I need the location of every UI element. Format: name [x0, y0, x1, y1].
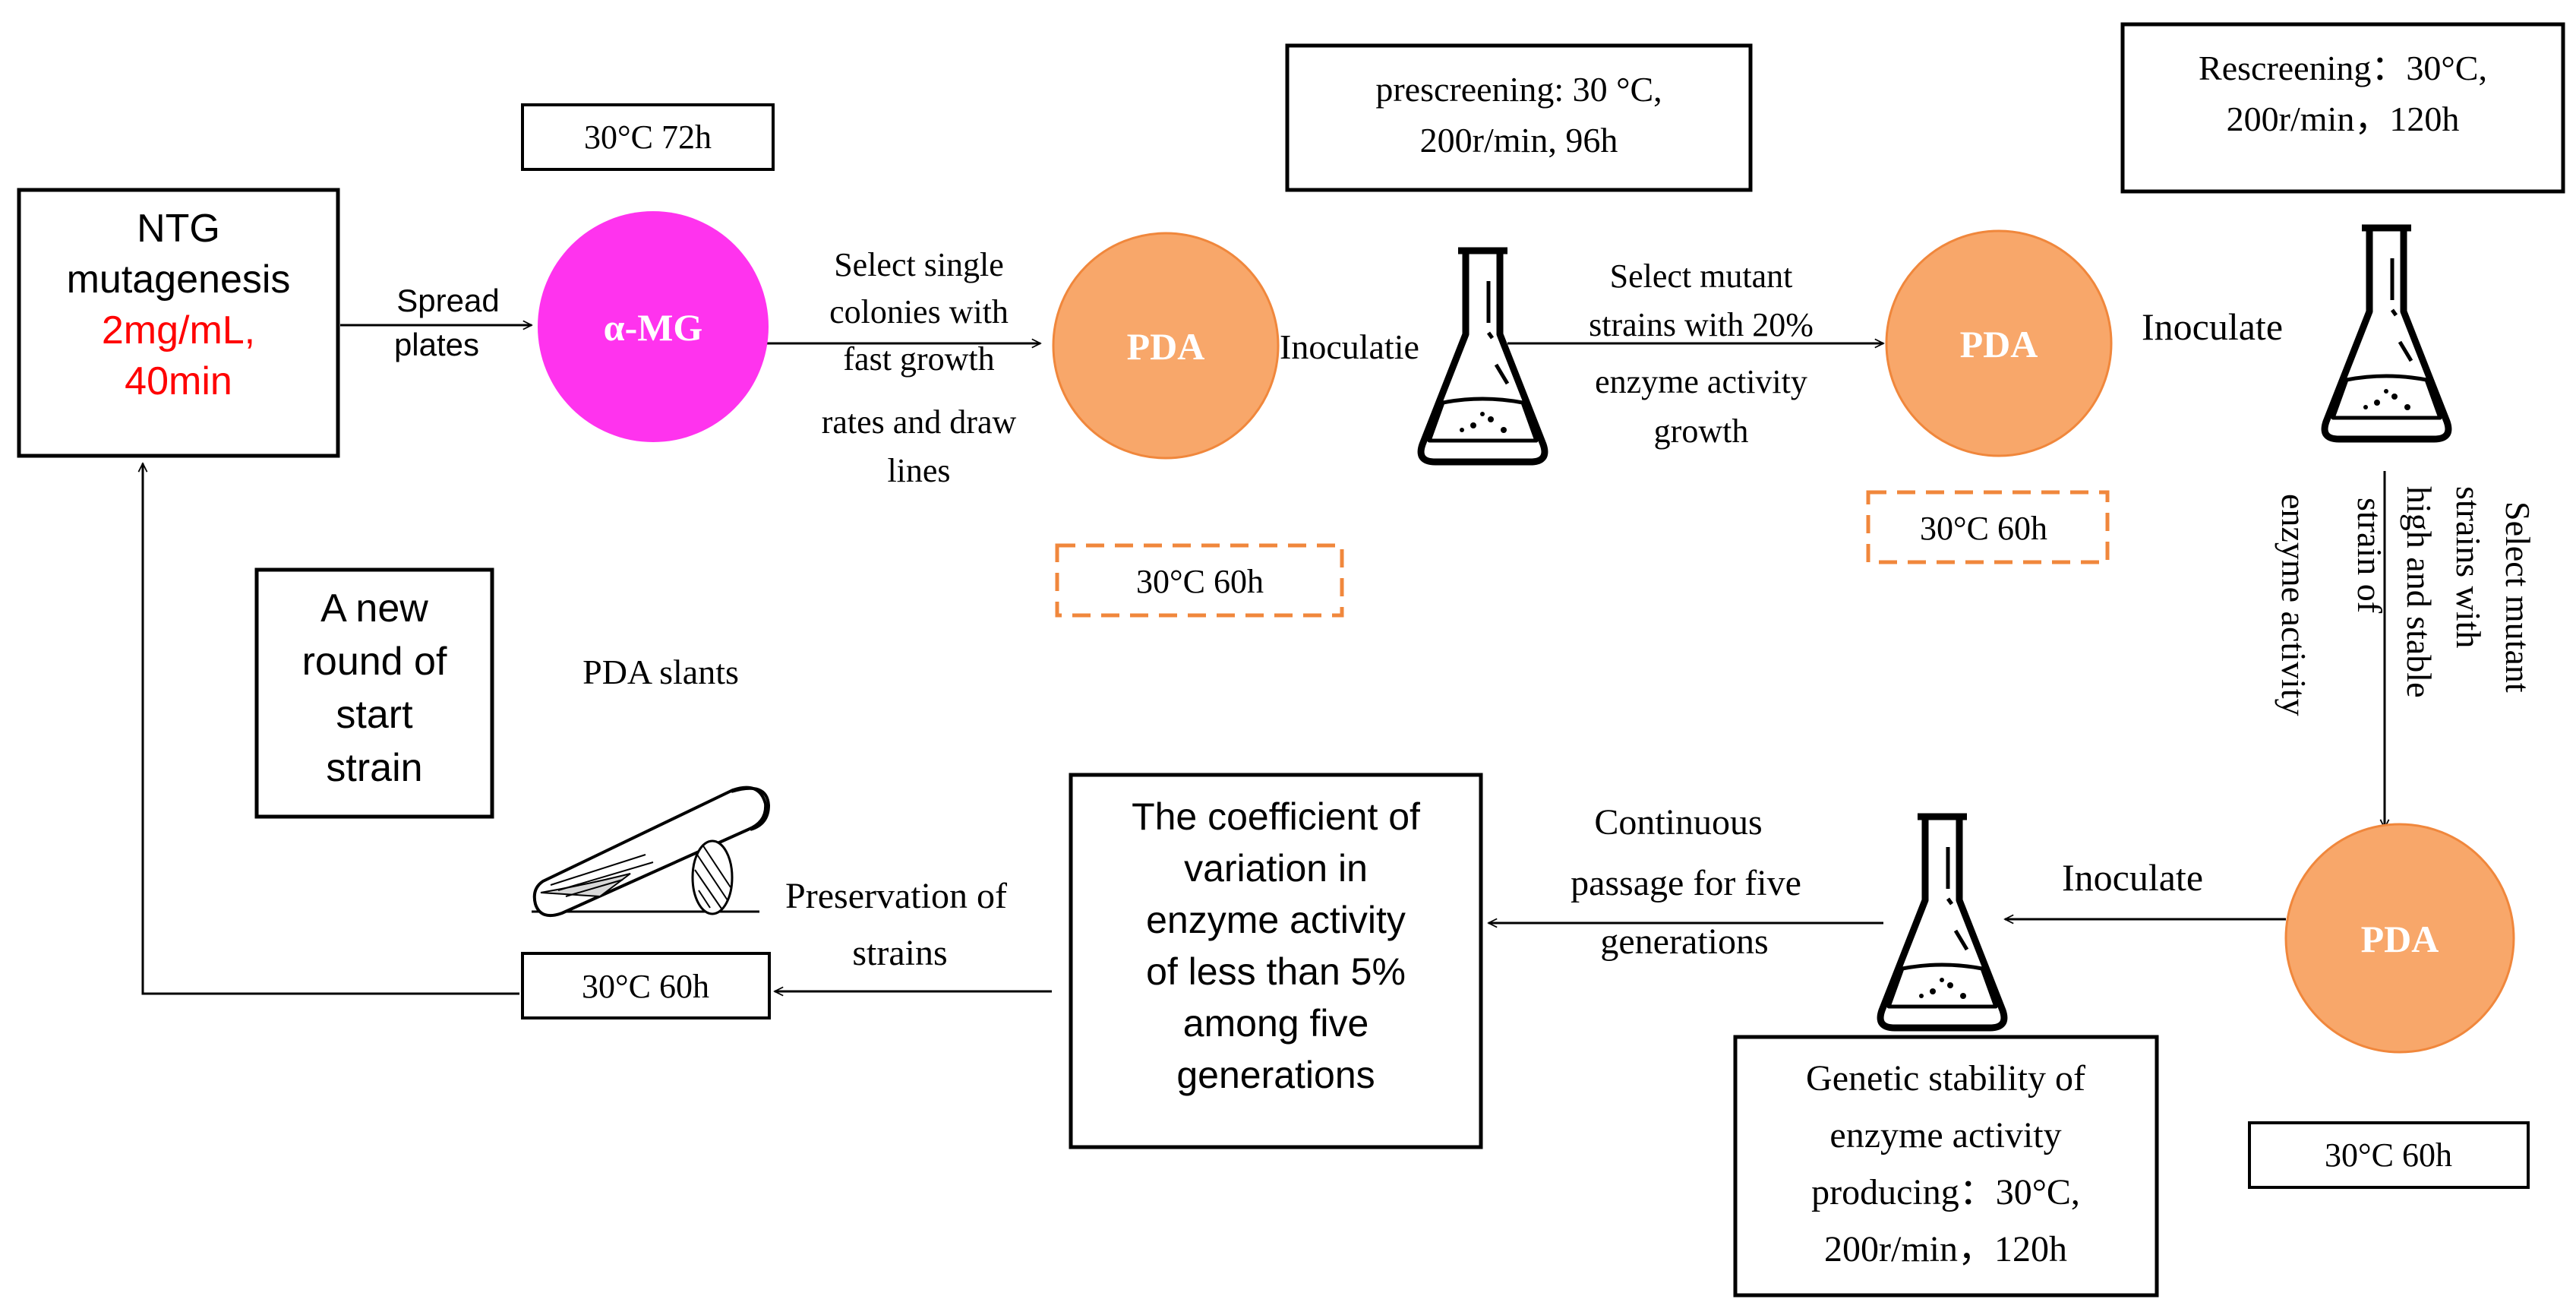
select-single-1: Select single: [834, 246, 1004, 283]
ntg-line2: mutagenesis: [67, 258, 291, 302]
genetic-line2: enzyme activity: [1829, 1115, 2061, 1155]
vertical-select-label: Select mutant strains with high and stab…: [2275, 486, 2537, 716]
preservation-1: Preservation of: [785, 876, 1007, 916]
new-round-line1: A new: [320, 586, 428, 631]
ntg-line1: NTG: [137, 207, 220, 251]
vertical-3: high and stable: [2400, 486, 2439, 698]
select-mutant-1: Select mutant: [1610, 258, 1793, 295]
flask-2-icon: [2321, 224, 2452, 443]
pda-3-temp-box: 30°C 60h: [2248, 1121, 2530, 1189]
mg-temp-box: 30°C 72h: [521, 103, 775, 171]
new-round-line3: start: [336, 693, 413, 737]
select-single-4: rates and draw: [822, 403, 1017, 441]
pda-circle-3: PDA: [2284, 823, 2515, 1054]
coefficient-line3: enzyme activity: [1146, 899, 1406, 941]
select-mutant-2: strains with 20%: [1589, 306, 1814, 343]
vertical-5: enzyme activity: [2275, 494, 2313, 716]
new-round-box: A new round of start strain: [254, 567, 494, 819]
rescreening-line2: 200r/min，120h: [2227, 100, 2460, 138]
select-mutant-4: growth: [1654, 413, 1749, 450]
slant-temp: 30°C 60h: [582, 968, 709, 1005]
mg-circle: α-MG: [538, 211, 769, 442]
genetic-stability-box: Genetic stability of enzyme activity pro…: [1733, 1035, 2159, 1298]
vertical-1: Select mutant: [2499, 501, 2537, 693]
flask-1-icon: [1417, 247, 1548, 466]
continuous-2: passage for five: [1571, 863, 1801, 903]
select-single-5: lines: [887, 452, 950, 489]
pda-slants-label: PDA slants: [582, 653, 739, 691]
genetic-line3: producing：30°C,: [1811, 1172, 2080, 1212]
spread-label-2: plates: [394, 327, 479, 362]
genetic-line4: 200r/min，120h: [1824, 1229, 2067, 1269]
pda-1-temp-box: 30°C 60h: [1055, 543, 1344, 618]
pda-1-label: PDA: [1127, 325, 1205, 368]
inoculate-label-1: Inoculate: [2142, 305, 2283, 348]
genetic-line1: Genetic stability of: [1806, 1058, 2085, 1098]
mg-circle-label: α-MG: [604, 306, 703, 349]
vertical-2: strains with: [2449, 486, 2488, 648]
flask-3-icon: [1877, 813, 2008, 1032]
coefficient-line2: variation in: [1184, 847, 1368, 890]
coefficient-line5: among five: [1183, 1002, 1369, 1045]
continuous-3: generations: [1600, 921, 1768, 962]
ntg-time: 40min: [125, 359, 232, 403]
ntg-box: NTG mutagenesis 2mg/mL, 40min: [17, 188, 340, 458]
coefficient-box: The coefficient of variation in enzyme a…: [1069, 773, 1483, 1149]
ntg-dose: 2mg/mL,: [102, 308, 255, 352]
inoculatie-label: Inoculatie: [1280, 327, 1419, 366]
pda-3-temp: 30°C 60h: [2325, 1136, 2452, 1174]
select-single-2: colonies with: [829, 293, 1009, 330]
new-round-line4: strain: [326, 746, 422, 790]
preservation-2: strains: [852, 933, 947, 973]
coefficient-line1: The coefficient of: [1132, 795, 1420, 838]
prescreening-line2: 200r/min, 96h: [1420, 121, 1618, 160]
inoculate-label-2: Inoculate: [2062, 856, 2203, 899]
select-mutant-3: enzyme activity: [1595, 363, 1807, 400]
pda-circle-2: PDA: [1885, 229, 2113, 457]
continuous-1: Continuous: [1594, 802, 1762, 842]
rescreening-line1: Rescreening：30°C,: [2199, 49, 2487, 87]
slant-tube-icon: [532, 786, 771, 917]
pda-2-temp: 30°C 60h: [1920, 510, 2047, 547]
coefficient-line4: of less than 5%: [1146, 950, 1406, 993]
vertical-4: strain of: [2350, 498, 2389, 614]
mg-temp-text: 30°C 72h: [584, 119, 712, 156]
new-round-line2: round of: [302, 640, 447, 684]
rescreening-box: Rescreening：30°C, 200r/min，120h: [2120, 22, 2565, 194]
coefficient-line6: generations: [1176, 1054, 1375, 1096]
arrow-new-round: [143, 463, 519, 995]
spread-label-1: Spread: [396, 283, 499, 318]
pda-3-label: PDA: [2361, 918, 2439, 960]
slant-temp-box: 30°C 60h: [521, 952, 771, 1019]
pda-2-label: PDA: [1960, 323, 2038, 365]
pda-2-temp-box: 30°C 60h: [1866, 490, 2110, 564]
select-single-3: fast growth: [843, 340, 994, 378]
prescreening-line1: prescreening: 30 °C,: [1375, 70, 1662, 109]
pda-1-temp: 30°C 60h: [1136, 563, 1264, 600]
pda-circle-1: PDA: [1052, 232, 1280, 460]
prescreening-box: prescreening: 30 °C, 200r/min, 96h: [1285, 43, 1753, 192]
